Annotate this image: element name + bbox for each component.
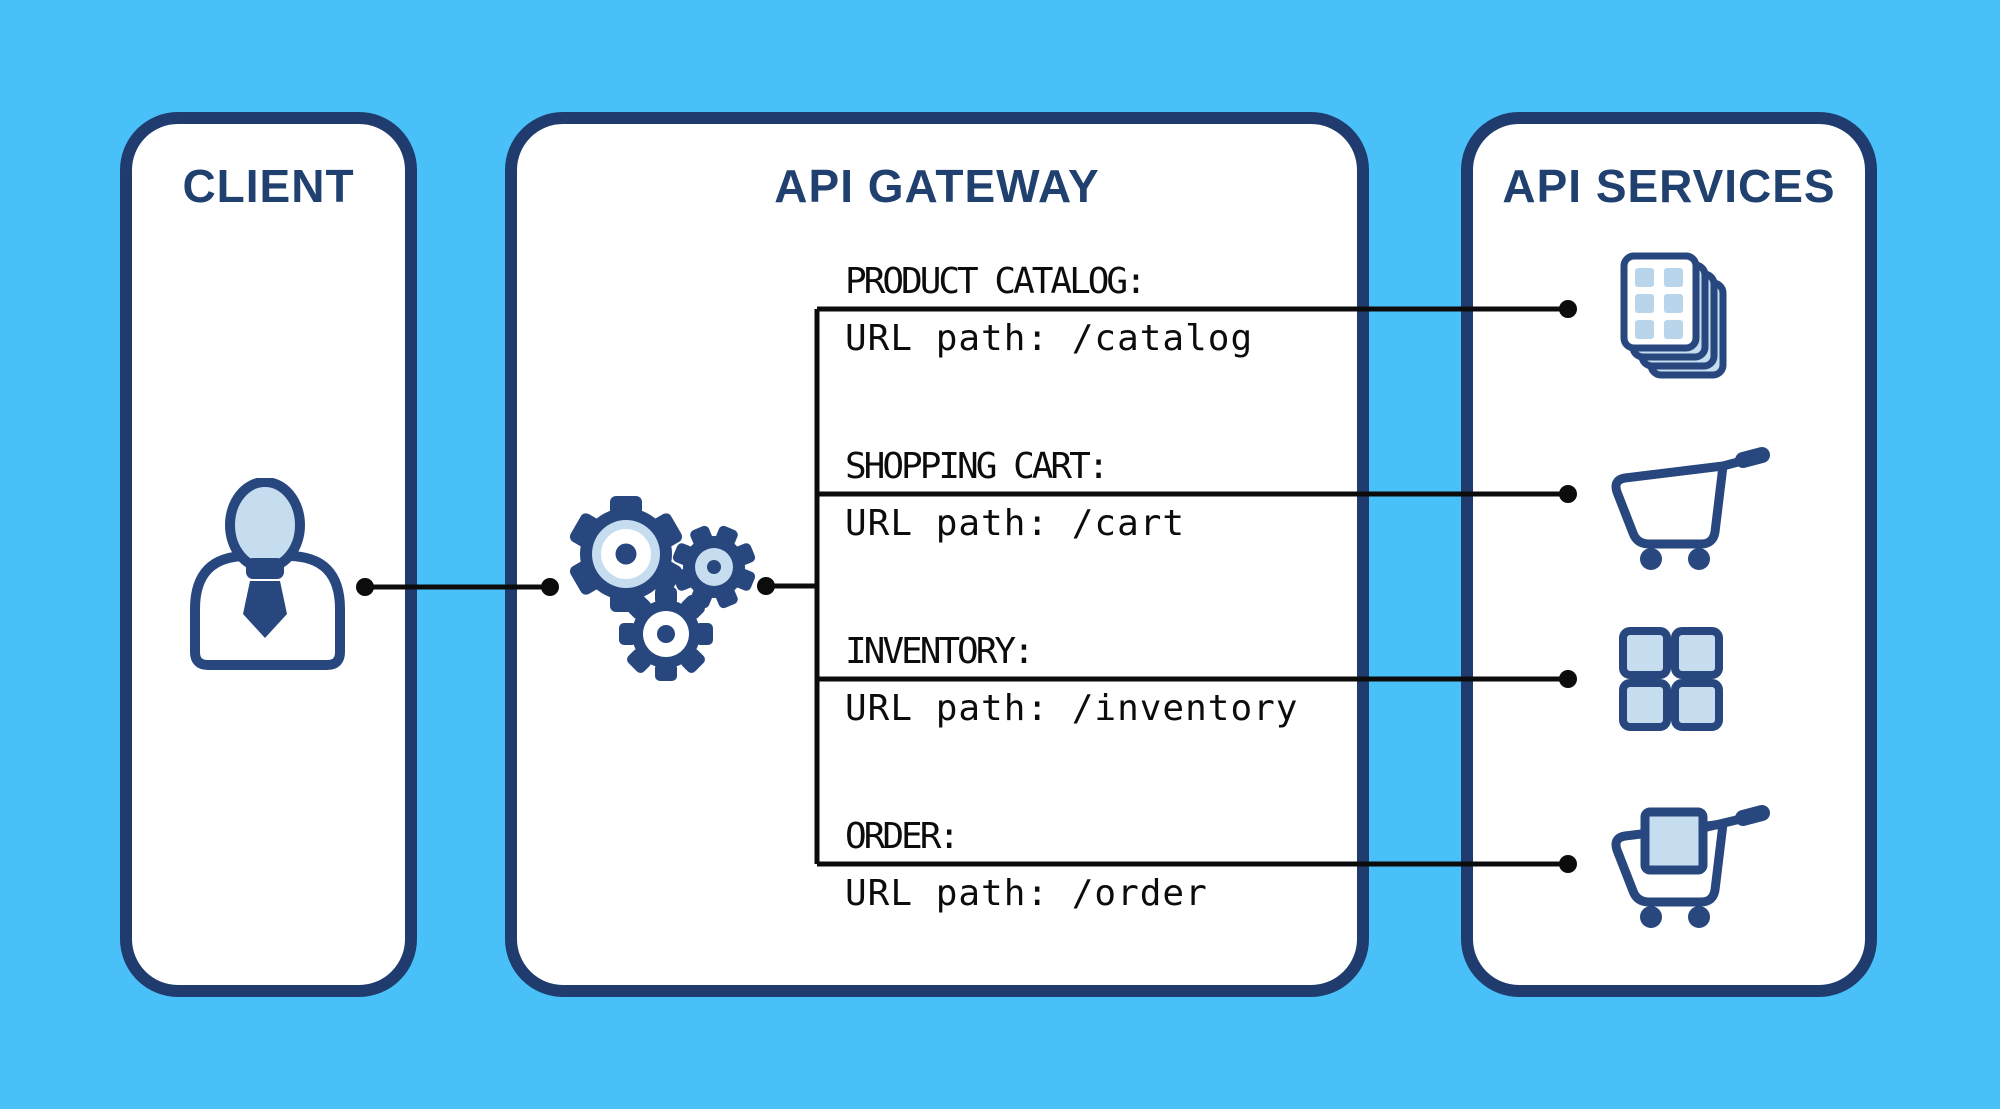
route-row-inventory: INVENTORY: URL path: /inventory xyxy=(845,630,1485,731)
client-title: CLIENT xyxy=(182,160,355,212)
gears-icon xyxy=(569,496,756,681)
route-path-label: URL path: /catalog xyxy=(845,318,1254,359)
route-row-shopping-cart: SHOPPING CART: URL path: /cart xyxy=(845,445,1485,546)
route-service-label: ORDER: xyxy=(845,816,960,857)
catalog-pages-icon xyxy=(1620,252,1727,379)
gateway-title: API GATEWAY xyxy=(774,160,1100,212)
inventory-grid-icon xyxy=(1619,627,1723,731)
route-row-product-catalog: PRODUCT CATALOG: URL path: /catalog xyxy=(845,260,1485,361)
services-title: API SERVICES xyxy=(1502,160,1836,212)
route-row-order: ORDER: URL path: /order xyxy=(845,815,1485,916)
client-panel: CLIENT xyxy=(120,112,417,997)
route-path-label: URL path: /inventory xyxy=(845,688,1299,729)
order-cart-icon xyxy=(1611,805,1770,928)
route-path-label: URL path: /order xyxy=(845,873,1208,914)
person-icon xyxy=(190,478,345,670)
route-service-label: SHOPPING CART: xyxy=(845,446,1109,487)
route-path-label: URL path: /cart xyxy=(845,503,1186,544)
shopping-cart-icon xyxy=(1611,447,1770,570)
route-service-label: PRODUCT CATALOG: xyxy=(845,261,1147,302)
route-service-label: INVENTORY: xyxy=(845,631,1035,672)
